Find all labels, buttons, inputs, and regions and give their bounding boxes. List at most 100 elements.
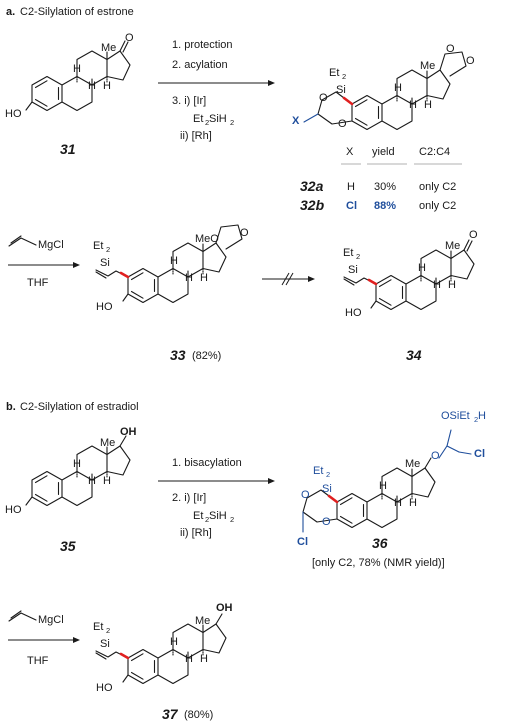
atom-h1-35: H (73, 458, 81, 470)
atom-h3-33: H (200, 272, 208, 284)
cond-a-step3b2: SiH (209, 113, 227, 125)
atom-oh-37: OH (216, 602, 233, 614)
cond-a-step1: 1. protection (172, 39, 233, 51)
atom-h1-37: H (170, 636, 178, 648)
atom-et-34: Et (343, 247, 353, 259)
cond-b-step2b2: SiH (209, 510, 227, 522)
atom-o-36a: O (431, 450, 440, 462)
cond-b-sub2a: 2 (205, 515, 209, 524)
cond-a-step3c: ii) [Rh] (180, 130, 212, 142)
compound-33-yield: (82%) (192, 350, 221, 362)
compound-31-label: 31 (60, 141, 76, 157)
atom-h3-37: H (200, 653, 208, 665)
cond-a-sub2a: 2 (205, 118, 209, 127)
cond-a-step3: 3. i) [Ir] (172, 95, 206, 107)
compound-34-label: 34 (406, 347, 422, 363)
table-header-sel: C2:C4 (419, 146, 450, 158)
row-32a-id: 32a (300, 178, 324, 194)
atom-et-33: Et (93, 240, 103, 252)
atom-h3-35: H (103, 475, 111, 487)
atom-o-33: O (240, 227, 249, 239)
atom-osi-sub-36: 2 (474, 415, 478, 424)
atom-ho-35: HO (5, 504, 22, 516)
cond-a-step2: 2. acylation (172, 59, 228, 71)
atom-me-32: Me (420, 60, 435, 72)
section-b-title: C2-Silylation of estradiol (20, 401, 139, 413)
atom-cl-36a: Cl (474, 448, 485, 460)
selectivity-table: X yield C2:C4 32a H 30% only C2 32b Cl 8… (300, 146, 462, 213)
vinyl-reagent-a (8, 237, 37, 247)
cond-b-step1: 1. bisacylation (172, 457, 242, 469)
atom-ho-33: HO (96, 301, 113, 313)
atom-h3-34: H (448, 279, 456, 291)
row-32b-id: 32b (300, 197, 325, 213)
atom-h1-33: H (170, 255, 178, 267)
atom-me-37: Me (195, 615, 210, 627)
arrowhead-b1 (268, 478, 275, 484)
arrow-a3-cross1 (281, 272, 290, 286)
atom-osi-h-36: H (478, 410, 486, 422)
solvent-a: THF (27, 277, 49, 289)
row-32a-x: H (347, 181, 355, 193)
compound-37-yield: (80%) (184, 709, 213, 721)
atom-o-31: O (125, 32, 134, 44)
atom-meo-33: MeO (195, 233, 219, 245)
atom-h1-36: H (379, 480, 387, 492)
compound-33-structure (95, 224, 243, 304)
atom-si-34: Si (348, 264, 358, 276)
atom-h2-36: H (394, 497, 402, 509)
compound-35-label: 35 (60, 538, 76, 554)
atom-et2-32: 2 (342, 72, 346, 81)
atom-h1-34: H (418, 262, 426, 274)
atom-h2-31: H (88, 80, 96, 92)
atom-si-33: Si (100, 257, 110, 269)
compound-33-label: 33 (170, 347, 186, 363)
section-a-title: C2-Silylation of estrone (20, 6, 134, 18)
atom-o-32d: O (338, 118, 347, 130)
atom-o-32c: O (319, 92, 328, 104)
atom-et-32: Et (329, 67, 339, 79)
atom-h3-32: H (424, 99, 432, 111)
compound-36-structure (302, 429, 472, 533)
reagent-b: MgCl (38, 614, 64, 626)
cond-a-step3b: Et (193, 113, 203, 125)
atom-et-36: Et (313, 465, 323, 477)
arrowhead-a1 (268, 80, 275, 86)
row-32b-sel: only C2 (419, 200, 456, 212)
atom-si-37: Si (100, 638, 110, 650)
row-32b-yield: 88% (374, 200, 396, 212)
atom-h1-32: H (394, 82, 402, 94)
arrowhead-a2 (73, 262, 80, 268)
arrow-a3-cross2 (285, 272, 294, 286)
atom-h1-31: H (73, 63, 81, 75)
table-header-x: X (346, 146, 354, 158)
row-32a-sel: only C2 (419, 181, 456, 193)
atom-et-37: Et (93, 621, 103, 633)
row-32a-yield: 30% (374, 181, 396, 193)
compound-31-structure (25, 40, 131, 112)
atom-ho-37: HO (96, 682, 113, 694)
atom-et2-37: 2 (106, 626, 110, 635)
atom-o-32b: O (466, 55, 475, 67)
atom-me-35: Me (100, 437, 115, 449)
compound-36-note: [only C2, 78% (NMR yield)] (312, 557, 445, 569)
row-32b-x: Cl (346, 200, 357, 212)
atom-o-34: O (469, 229, 478, 241)
atom-et2-33: 2 (106, 245, 110, 254)
section-b-letter: b. (6, 401, 16, 413)
atom-si-36: Si (322, 483, 332, 495)
cond-b-step2c: ii) [Rh] (180, 527, 212, 539)
table-header-yield: yield (372, 146, 395, 158)
cond-b-sub2b: 2 (230, 515, 234, 524)
atom-o-36c: O (322, 516, 331, 528)
atom-ho-34: HO (345, 307, 362, 319)
atom-me-34: Me (445, 240, 460, 252)
atom-h2-33: H (185, 272, 193, 284)
reagent-a: MgCl (38, 239, 64, 251)
atom-o-32a: O (446, 43, 455, 55)
atom-h2-34: H (433, 279, 441, 291)
compound-34-structure (343, 239, 475, 311)
atom-h3-36: H (409, 497, 417, 509)
arrowhead-b2 (73, 637, 80, 643)
